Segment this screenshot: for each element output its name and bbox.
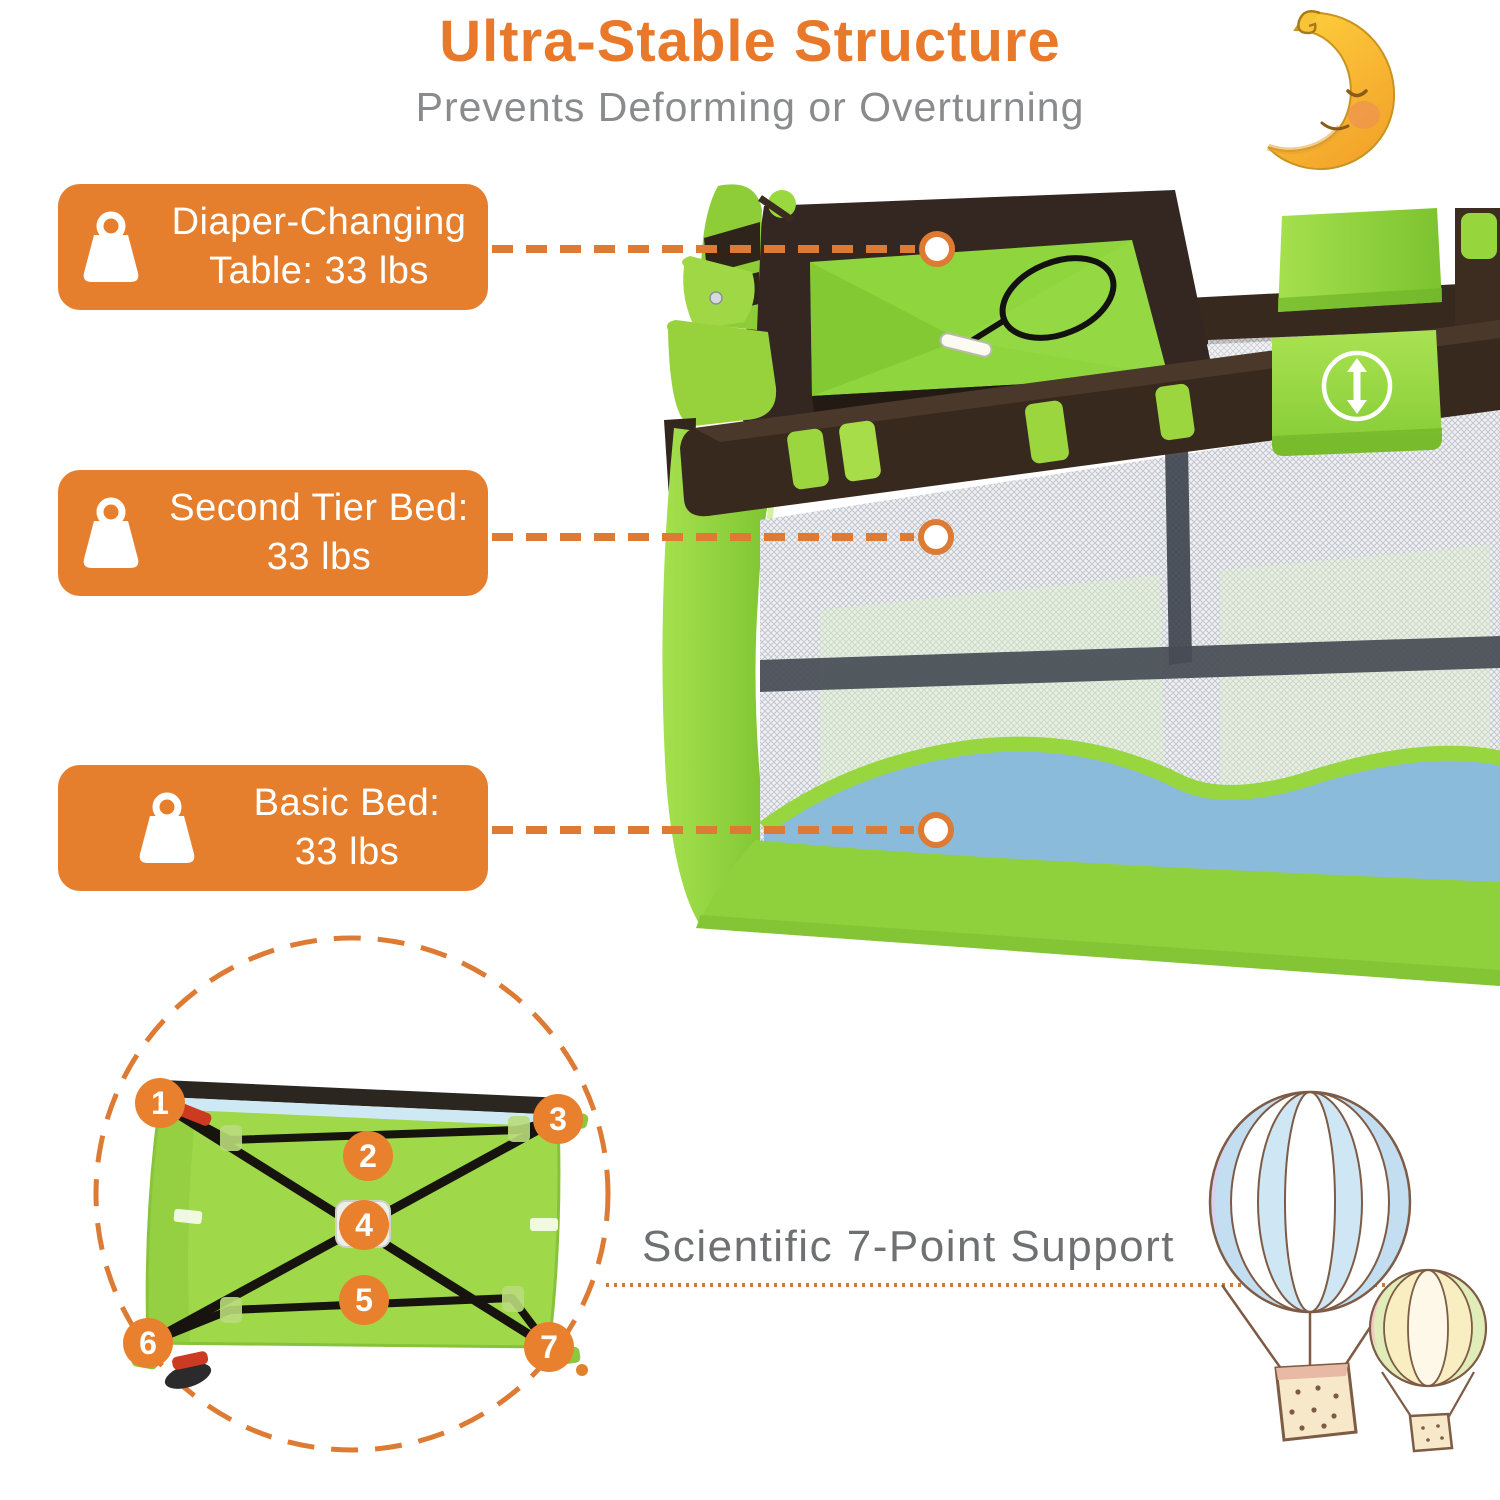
support-point-badge: 1 bbox=[151, 1085, 169, 1121]
crib-illustration bbox=[662, 184, 1500, 986]
callout-line1: Second Tier Bed: bbox=[169, 486, 469, 529]
balloon-small-icon bbox=[1368, 1268, 1488, 1453]
support-point-badge: 4 bbox=[355, 1207, 373, 1243]
callout-text: Basic Bed: 33 lbs bbox=[206, 779, 488, 878]
callout-line2: Table: 33 lbs bbox=[209, 250, 429, 292]
moon-icon bbox=[1266, 10, 1396, 171]
support-point-badge: 7 bbox=[540, 1329, 558, 1365]
support-point-badge: 5 bbox=[355, 1282, 373, 1318]
callout-second-tier-bed: Second Tier Bed: 33 lbs bbox=[58, 470, 488, 596]
left-side-fabric bbox=[662, 428, 778, 928]
weight-icon bbox=[80, 495, 150, 571]
callout-text: Second Tier Bed: 33 lbs bbox=[150, 484, 488, 583]
bottom-fabric bbox=[696, 840, 1500, 986]
support-circle-border bbox=[93, 935, 611, 1453]
callout-text: Diaper-Changing Table: 33 lbs bbox=[150, 198, 488, 297]
balloon-large-icon bbox=[1208, 1090, 1412, 1442]
height-adjust-flag bbox=[1272, 330, 1442, 456]
weight-icon bbox=[80, 209, 150, 285]
callout-line2: 33 lbs bbox=[294, 831, 400, 873]
callout-diaper-table: Diaper-Changing Table: 33 lbs bbox=[58, 184, 488, 310]
wave-panel bbox=[759, 736, 1500, 885]
hot-air-balloons bbox=[1208, 1090, 1488, 1453]
callout-basic-bed: Basic Bed: 33 lbs bbox=[58, 765, 488, 891]
support-diagram: 1 2 3 4 5 6 7 bbox=[93, 935, 611, 1453]
callout-line1: Basic Bed: bbox=[253, 781, 441, 824]
header: Ultra-Stable Structure Prevents Deformin… bbox=[290, 10, 1210, 131]
callout-line1: Diaper-Changing bbox=[171, 200, 467, 243]
height-adjust-icon bbox=[1321, 350, 1393, 422]
support-caption: Scientific 7-Point Support bbox=[642, 1222, 1176, 1271]
weight-icon bbox=[136, 790, 206, 866]
support-point-badges: 1 2 3 4 5 6 7 bbox=[123, 1078, 583, 1372]
support-underline bbox=[606, 1283, 1440, 1287]
page-title: Ultra-Stable Structure bbox=[439, 9, 1061, 74]
page-subtitle: Prevents Deforming or Overturning bbox=[415, 83, 1085, 130]
support-point-badge: 3 bbox=[549, 1101, 567, 1137]
callout-line2: 33 lbs bbox=[266, 536, 372, 578]
support-point-badge: 2 bbox=[359, 1138, 377, 1174]
diaper-table bbox=[736, 190, 1217, 435]
support-point-badge: 6 bbox=[139, 1325, 157, 1361]
